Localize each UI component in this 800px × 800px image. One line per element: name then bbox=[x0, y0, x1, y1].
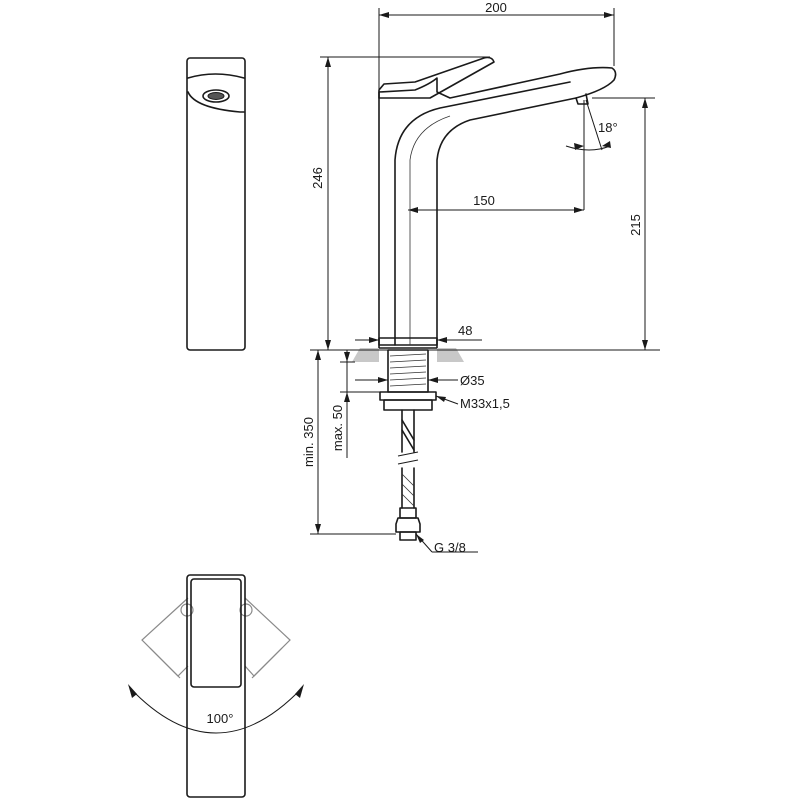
dim-height-total: 246 bbox=[310, 167, 325, 189]
top-lever bbox=[190, 578, 242, 688]
hose-lower bbox=[401, 467, 415, 509]
hose-break bbox=[397, 451, 419, 465]
deck-left bbox=[352, 348, 379, 362]
dim-rotation: 100° bbox=[207, 711, 234, 726]
dim-outlet-height: 215 bbox=[628, 214, 643, 236]
hose-ferrule bbox=[399, 507, 417, 519]
body-highlight bbox=[409, 115, 451, 345]
front-spout-edge bbox=[187, 91, 245, 113]
top-view: 100° bbox=[128, 574, 304, 798]
dim-base-diameter: 48 bbox=[458, 323, 472, 338]
lever bbox=[378, 56, 495, 99]
dim-width-total: 200 bbox=[485, 0, 507, 15]
hose-end bbox=[399, 531, 417, 541]
hose-nut bbox=[395, 517, 421, 533]
deck-right bbox=[437, 348, 464, 362]
nut bbox=[383, 399, 433, 411]
base-ring bbox=[378, 337, 438, 349]
front-lever-edge bbox=[187, 73, 245, 79]
dim-thread: M33x1,5 bbox=[460, 396, 510, 411]
dim-shank-diameter: Ø35 bbox=[460, 373, 485, 388]
front-body bbox=[186, 57, 246, 351]
dim-min-hose: min. 350 bbox=[301, 417, 316, 467]
dim-spout-reach: 150 bbox=[473, 193, 495, 208]
thread-lines bbox=[389, 353, 427, 387]
spout-tip bbox=[575, 93, 589, 105]
side-view bbox=[345, 56, 660, 541]
rotation-arc bbox=[129, 687, 303, 734]
dim-max-deck: max. 50 bbox=[330, 405, 345, 451]
top-body bbox=[186, 574, 246, 798]
dimensions: 200 246 18° 150 215 48 bbox=[301, 0, 655, 555]
front-view bbox=[186, 57, 246, 351]
aerator-inner bbox=[207, 92, 225, 100]
washer bbox=[379, 391, 437, 401]
dim-spout-angle: 18° bbox=[598, 120, 618, 135]
body-inner-contour bbox=[394, 81, 571, 346]
ghost-inner-edges bbox=[149, 647, 283, 679]
hose-braid-lower bbox=[401, 473, 415, 507]
faucet-body bbox=[378, 66, 617, 346]
dim-connection: G 3/8 bbox=[434, 540, 466, 555]
hose-braid-upper bbox=[401, 419, 415, 451]
